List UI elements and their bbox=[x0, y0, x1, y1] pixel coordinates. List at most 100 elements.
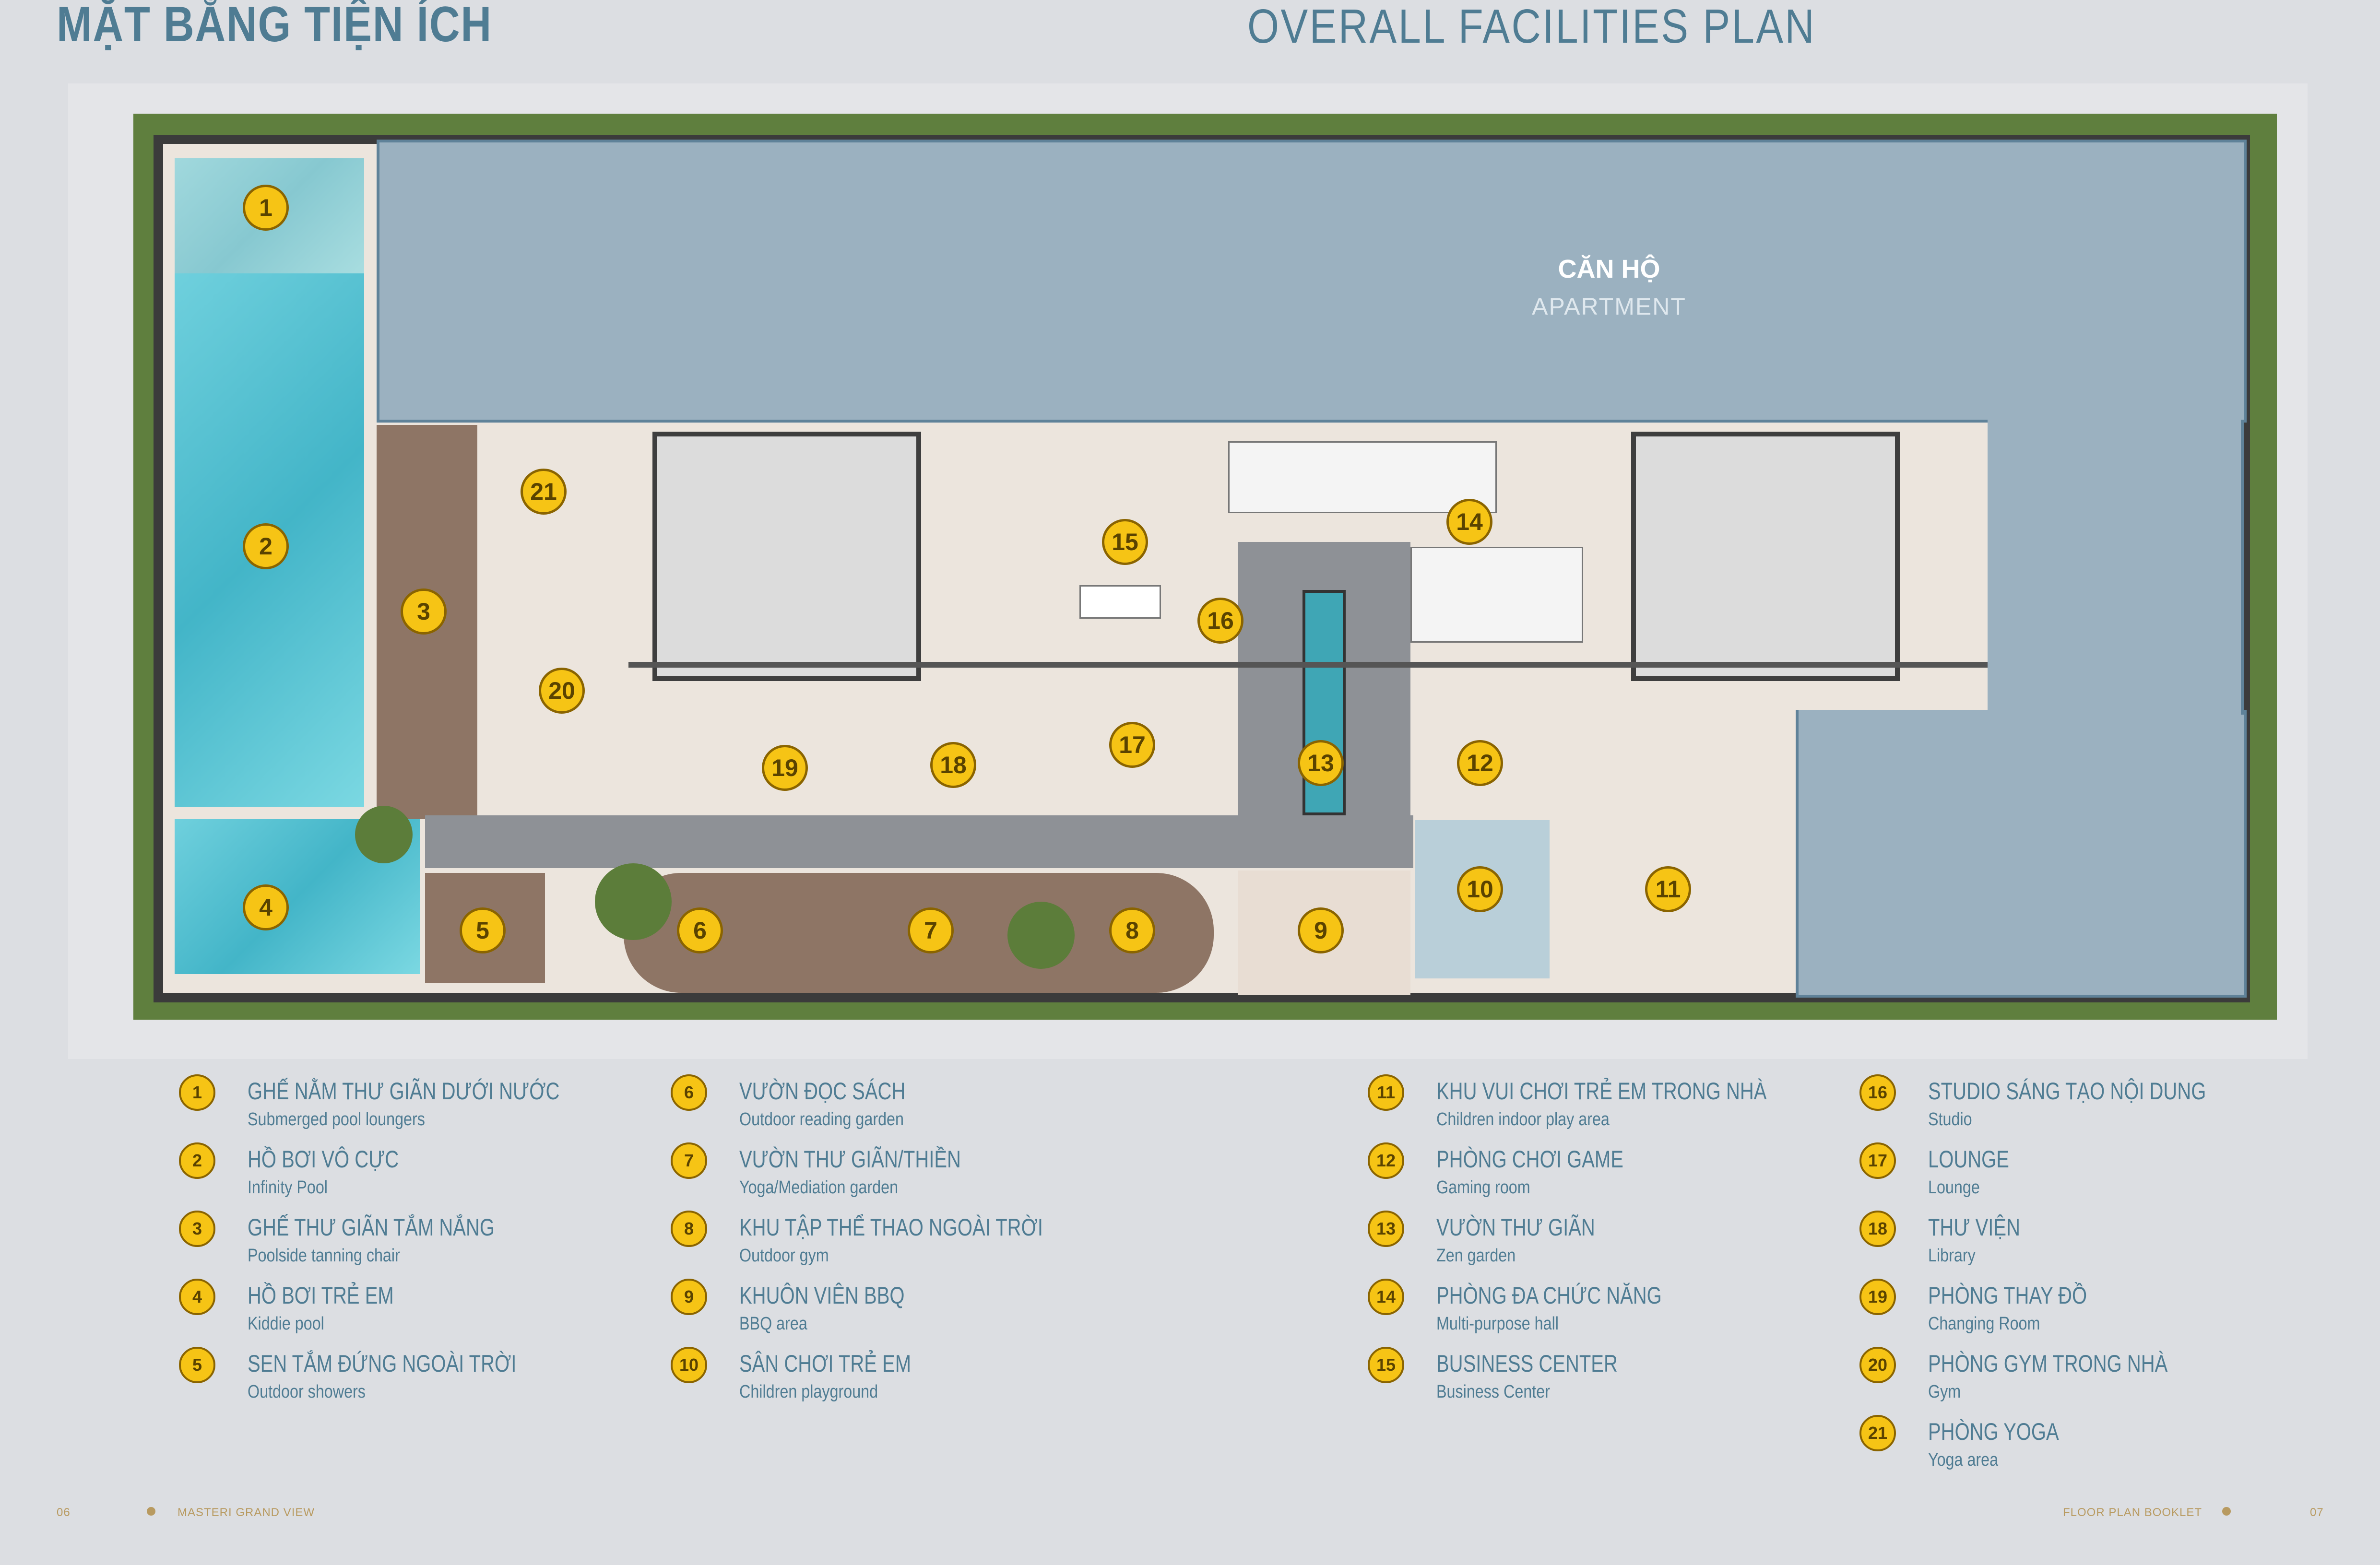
plan-marker: 14 bbox=[1446, 499, 1492, 545]
plan-marker: 7 bbox=[908, 907, 954, 953]
legend-number: 21 bbox=[1859, 1415, 1896, 1451]
plan-marker: 9 bbox=[1298, 907, 1344, 953]
plan-marker: 5 bbox=[460, 907, 506, 953]
legend-number: 19 bbox=[1859, 1279, 1896, 1315]
table bbox=[1079, 585, 1161, 619]
tree bbox=[595, 863, 672, 940]
legend-number: 17 bbox=[1859, 1142, 1896, 1179]
plan-marker: 11 bbox=[1645, 866, 1691, 912]
legend-subtitle: Kiddie pool bbox=[248, 1314, 324, 1334]
apartment-block-top bbox=[377, 140, 2247, 423]
plan-marker: 15 bbox=[1102, 519, 1148, 565]
legend-number: 8 bbox=[671, 1211, 707, 1247]
plan-marker: 2 bbox=[243, 523, 289, 569]
tree bbox=[1007, 902, 1075, 969]
page-number-left: 06 bbox=[57, 1506, 71, 1519]
legend-title: STUDIO SÁNG TẠO NỘI DUNG bbox=[1928, 1078, 2206, 1105]
legend-title: VƯỜN THƯ GIÃN bbox=[1436, 1214, 1595, 1241]
plan-marker: 8 bbox=[1109, 907, 1155, 953]
legend-subtitle: Outdoor showers bbox=[248, 1382, 366, 1402]
legend-subtitle: Lounge bbox=[1928, 1177, 1980, 1198]
plan-marker: 10 bbox=[1457, 866, 1503, 912]
page-title-english: OVERALL FACILITIES PLAN bbox=[1247, 0, 1816, 53]
legend-number: 1 bbox=[179, 1074, 215, 1111]
plan-marker: 3 bbox=[401, 588, 447, 635]
plan-marker: 6 bbox=[677, 907, 723, 953]
interior-wall bbox=[628, 662, 1991, 668]
legend-title: SEN TẮM ĐỨNG NGOÀI TRỜI bbox=[248, 1350, 517, 1377]
legend-title: KHUÔN VIÊN BBQ bbox=[739, 1282, 905, 1309]
legend-number: 2 bbox=[179, 1142, 215, 1179]
legend-subtitle: Yoga area bbox=[1928, 1450, 1999, 1470]
plan-marker: 21 bbox=[521, 469, 567, 515]
legend-title: BUSINESS CENTER bbox=[1436, 1350, 1618, 1377]
apartment-label-english: APARTMENT bbox=[1532, 293, 1686, 320]
plan-marker: 13 bbox=[1298, 740, 1344, 786]
legend-subtitle: Yoga/Mediation garden bbox=[739, 1177, 899, 1198]
apartment-block-right-upper bbox=[1988, 420, 2244, 715]
legend-subtitle: Poolside tanning chair bbox=[248, 1246, 400, 1266]
legend-number: 15 bbox=[1368, 1347, 1404, 1383]
elevator-core-left bbox=[652, 432, 921, 681]
corridor-paving bbox=[425, 815, 1413, 868]
legend-subtitle: Zen garden bbox=[1436, 1246, 1516, 1266]
legend-title: PHÒNG ĐA CHỨC NĂNG bbox=[1436, 1282, 1662, 1309]
legend-subtitle: Outdoor gym bbox=[739, 1246, 829, 1266]
plan-marker: 17 bbox=[1109, 722, 1155, 768]
legend-title: KHU VUI CHƠI TRẺ EM TRONG NHÀ bbox=[1436, 1078, 1767, 1105]
legend-subtitle: Children indoor play area bbox=[1436, 1109, 1610, 1130]
legend-title: SÂN CHƠI TRẺ EM bbox=[739, 1350, 912, 1377]
legend-title: GHẾ NẰM THƯ GIÃN DƯỚI NƯỚC bbox=[248, 1078, 560, 1105]
legend-subtitle: Multi-purpose hall bbox=[1436, 1314, 1559, 1334]
legend-number: 7 bbox=[671, 1142, 707, 1179]
legend-number: 18 bbox=[1859, 1211, 1896, 1247]
legend-number: 12 bbox=[1368, 1142, 1404, 1179]
page-number-right: 07 bbox=[2310, 1506, 2324, 1519]
legend-title: KHU TẬP THỂ THAO NGOÀI TRỜI bbox=[739, 1214, 1043, 1241]
legend-title: PHÒNG THAY ĐỒ bbox=[1928, 1282, 2087, 1309]
plan-marker: 12 bbox=[1457, 740, 1503, 786]
apartment-label: CĂN HỘ bbox=[1558, 255, 1660, 283]
plan-marker: 20 bbox=[539, 668, 585, 714]
legend-subtitle: Submerged pool loungers bbox=[248, 1109, 425, 1130]
legend-number: 4 bbox=[179, 1279, 215, 1315]
legend-subtitle: Children playground bbox=[739, 1382, 878, 1402]
plan-marker: 16 bbox=[1197, 598, 1243, 644]
legend-subtitle: Outdoor reading garden bbox=[739, 1109, 904, 1130]
seating-rows bbox=[1410, 547, 1583, 643]
legend-number: 10 bbox=[671, 1347, 707, 1383]
elevator-core-right bbox=[1631, 432, 1900, 681]
tree bbox=[355, 806, 413, 863]
plan-marker: 1 bbox=[243, 185, 289, 231]
legend-subtitle: Changing Room bbox=[1928, 1314, 2040, 1334]
legend-subtitle: Business Center bbox=[1436, 1382, 1550, 1402]
page-title-vietnamese: MẶT BẰNG TIỆN ÍCH bbox=[57, 0, 492, 52]
footer-booklet: FLOOR PLAN BOOKLET bbox=[2063, 1506, 2202, 1519]
legend-subtitle: Studio bbox=[1928, 1109, 1972, 1130]
footer-brand: MASTERI GRAND VIEW bbox=[178, 1506, 315, 1519]
legend-number: 16 bbox=[1859, 1074, 1896, 1111]
legend-title: THƯ VIỆN bbox=[1928, 1214, 2020, 1241]
legend-number: 6 bbox=[671, 1074, 707, 1111]
plan-marker: 18 bbox=[930, 742, 976, 788]
legend-title: LOUNGE bbox=[1928, 1146, 2009, 1173]
legend-number: 11 bbox=[1368, 1074, 1404, 1111]
legend-title: HỒ BƠI TRẺ EM bbox=[248, 1282, 394, 1309]
legend-subtitle: Gym bbox=[1928, 1382, 1961, 1402]
legend-subtitle: Infinity Pool bbox=[248, 1177, 328, 1198]
legend-number: 5 bbox=[179, 1347, 215, 1383]
legend-title: PHÒNG GYM TRONG NHÀ bbox=[1928, 1350, 2168, 1377]
legend-subtitle: Gaming room bbox=[1436, 1177, 1530, 1198]
legend-number: 14 bbox=[1368, 1279, 1404, 1315]
legend-title: PHÒNG CHƠI GAME bbox=[1436, 1146, 1623, 1173]
legend-subtitle: Library bbox=[1928, 1246, 1976, 1266]
legend-number: 20 bbox=[1859, 1347, 1896, 1383]
seating-rows bbox=[1228, 441, 1497, 513]
legend-title: GHẾ THƯ GIÃN TẮM NẮNG bbox=[248, 1214, 495, 1241]
legend-title: VƯỜN ĐỌC SÁCH bbox=[739, 1078, 906, 1105]
apartment-block-right bbox=[1796, 710, 2247, 998]
plan-marker: 19 bbox=[762, 745, 808, 791]
plan-marker: 4 bbox=[243, 884, 289, 930]
brand-dot-icon bbox=[2222, 1507, 2231, 1516]
brand-dot-icon bbox=[147, 1507, 155, 1516]
